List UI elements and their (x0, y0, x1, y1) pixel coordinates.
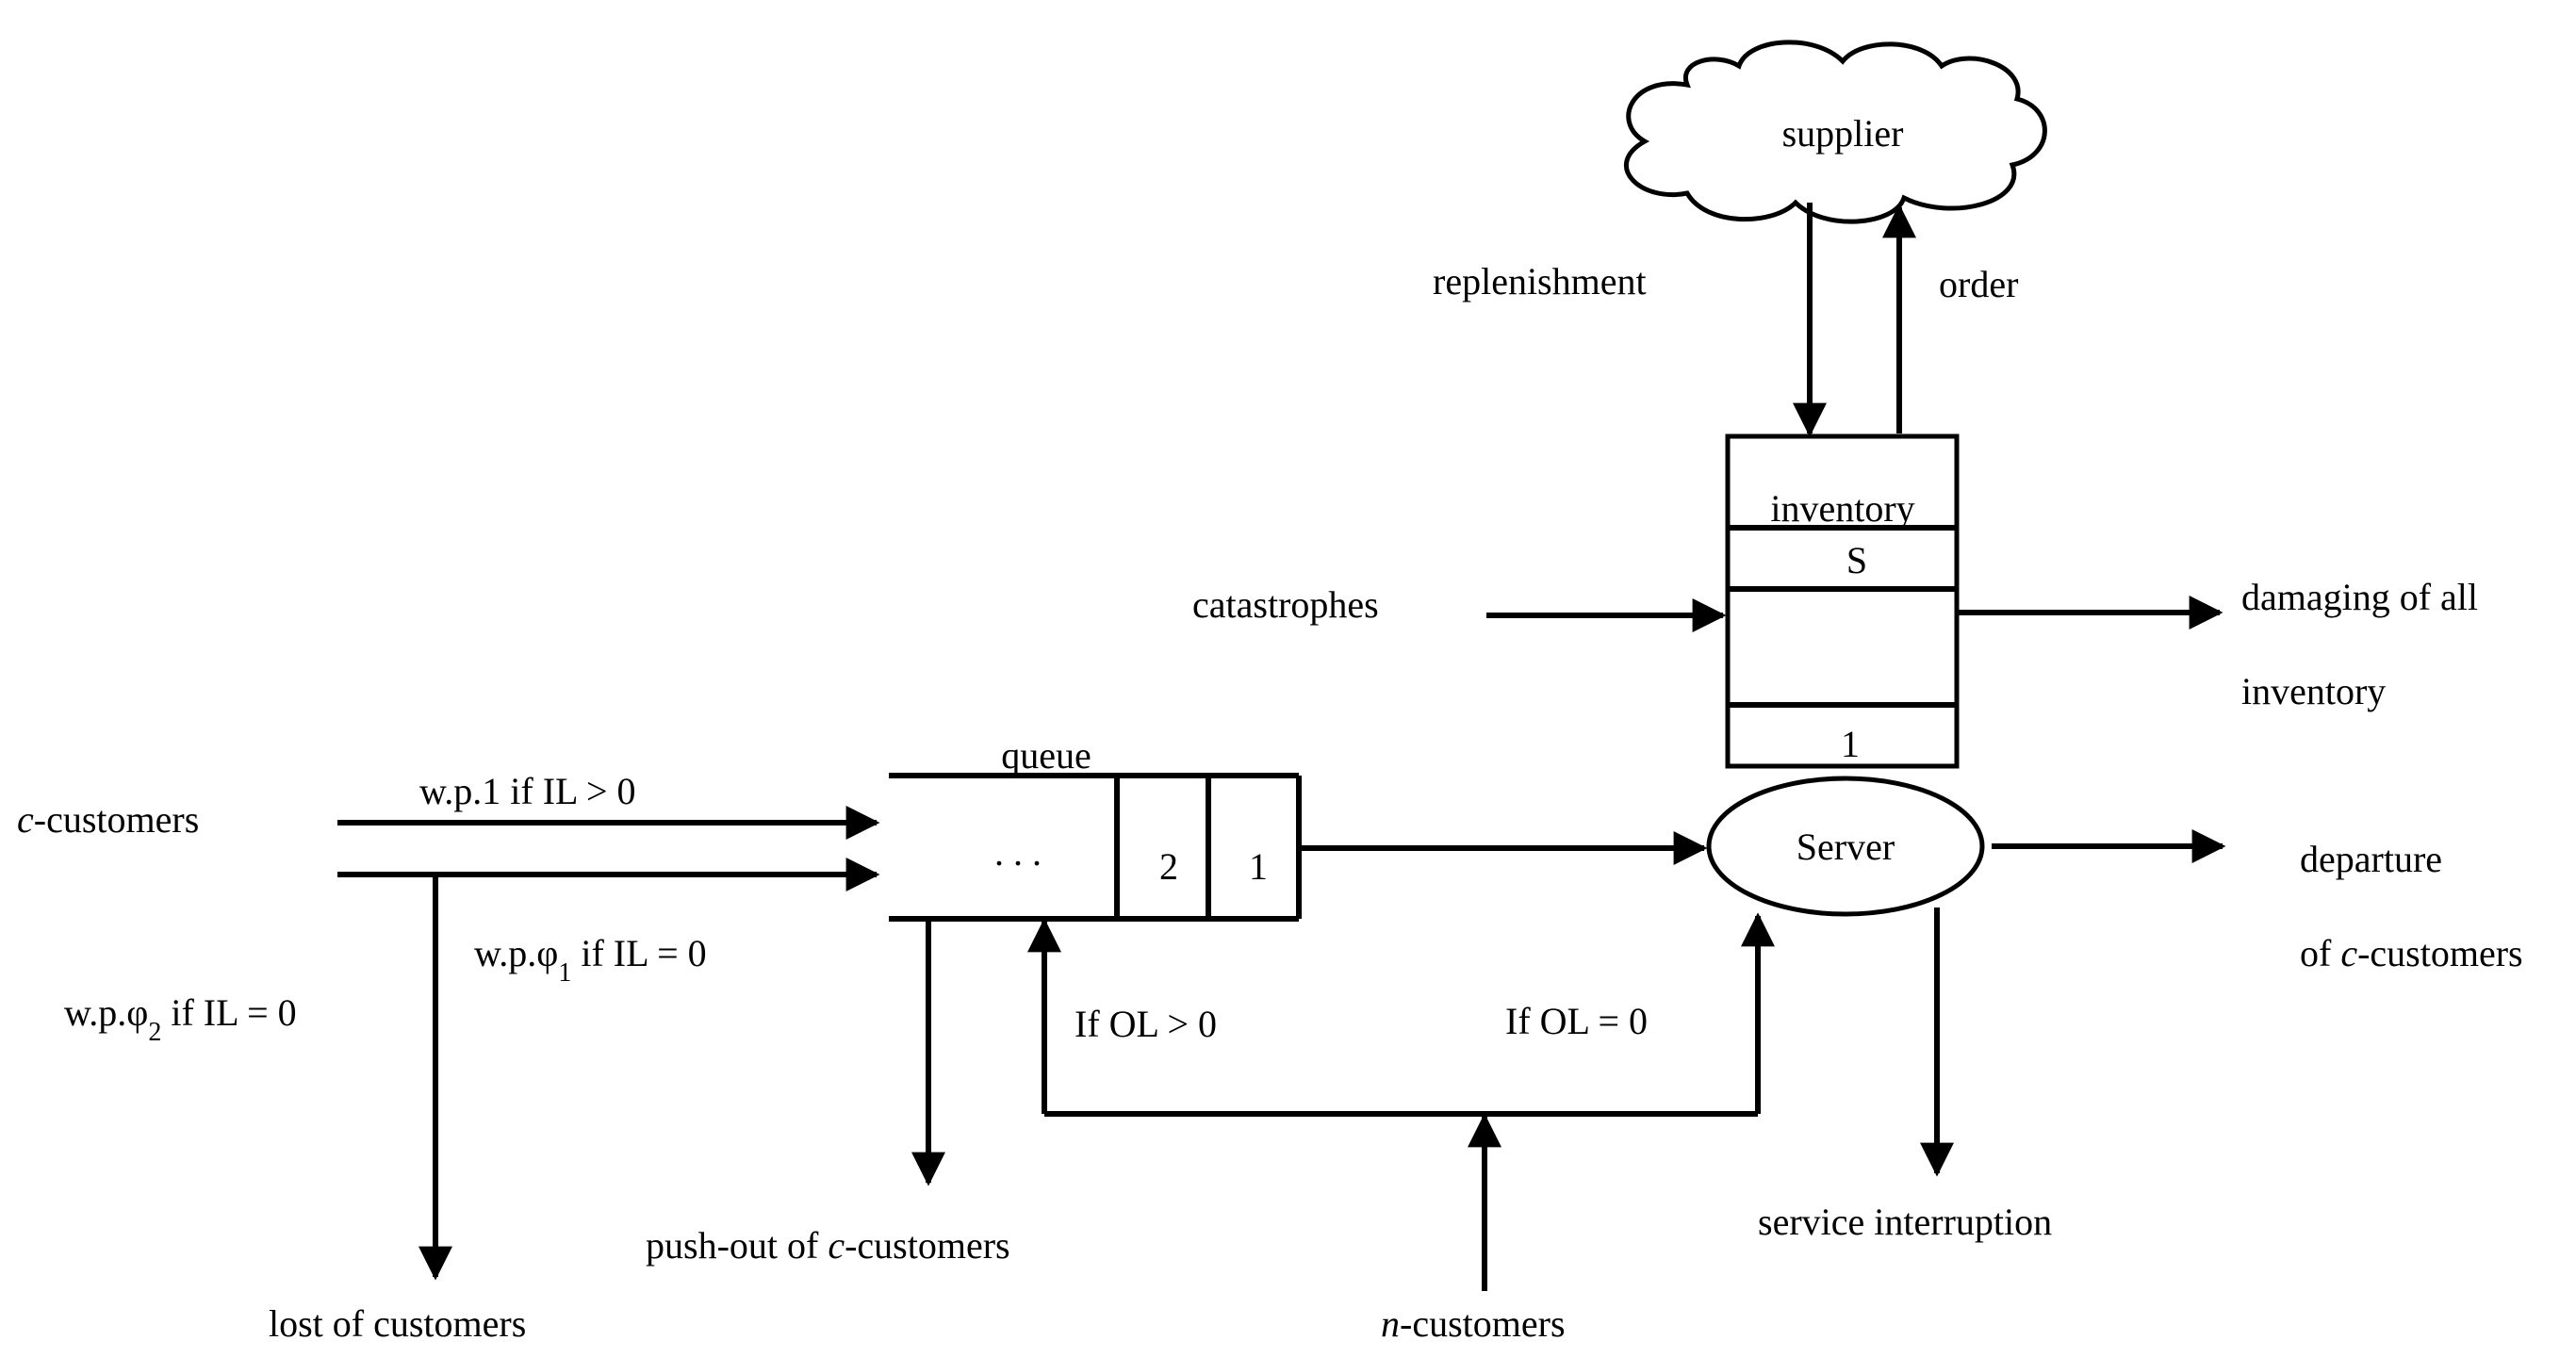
inventory-box (1725, 433, 1960, 769)
c-customers-label: c-customers (17, 798, 199, 841)
queue-label: queue (1001, 734, 1091, 777)
queue-dots: . . . (994, 831, 1042, 874)
damaging-label-line1: damaging of all (2241, 576, 2478, 618)
supplier-label: supplier (1782, 112, 1904, 155)
lost-customers-label: lost of customers (269, 1302, 526, 1345)
server-ellipse (1706, 776, 1985, 917)
queue-cell-1: 1 (1249, 845, 1268, 888)
if-ol-gt-label: If OL > 0 (1075, 1003, 1217, 1045)
server-label: Server (1797, 826, 1895, 868)
departure-label-line1: departure (2300, 838, 2442, 880)
wp-phi2-label: w.p.φ2 if IL = 0 (64, 991, 297, 1047)
inventory-label: inventory (1770, 487, 1914, 530)
order-label: order (1939, 263, 2018, 305)
push-out-label: push-out of c-customers (646, 1224, 1010, 1267)
wp-phi1-label: w.p.φ1 if IL = 0 (474, 932, 707, 988)
queue-cell-2: 2 (1159, 845, 1178, 888)
wp1-label: w.p.1 if IL > 0 (419, 770, 636, 812)
catastrophes-label: catastrophes (1192, 583, 1379, 626)
replenishment-label: replenishment (1433, 260, 1647, 302)
inventory-cell-s: S (1846, 539, 1867, 581)
if-ol-eq-label: If OL = 0 (1505, 1000, 1648, 1042)
supplier-cloud (1623, 40, 2047, 224)
departure-label-line2: of c-customers (2300, 932, 2523, 974)
inventory-cell-1: 1 (1841, 723, 1860, 765)
n-customers-label: n-customers (1381, 1302, 1566, 1345)
damaging-label-line2: inventory (2241, 670, 2386, 712)
service-interruption-label: service interruption (1758, 1201, 2052, 1243)
